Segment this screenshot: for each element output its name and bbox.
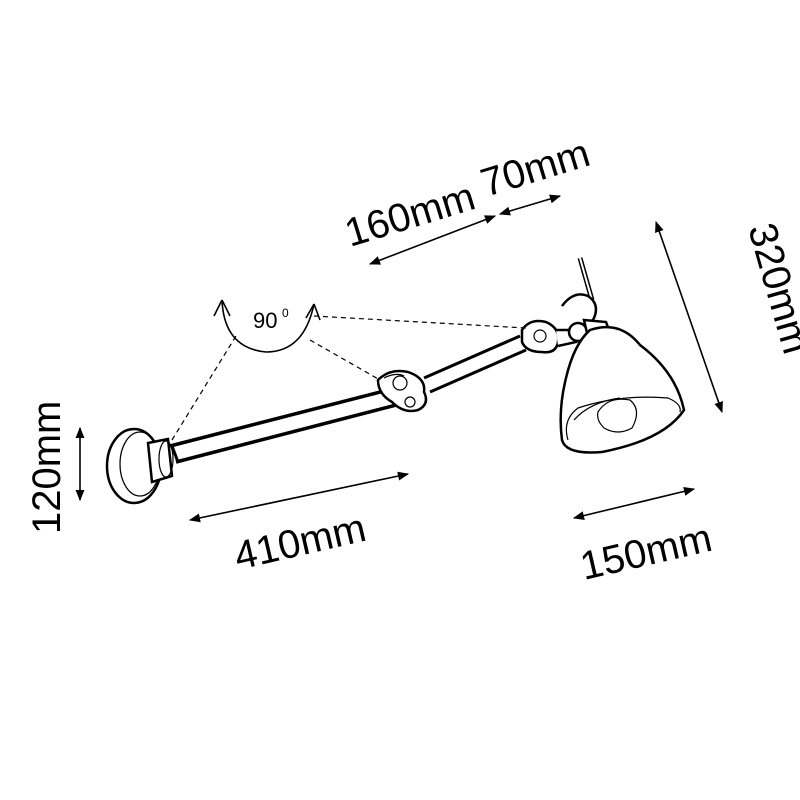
mount-nut (146, 437, 174, 484)
upper-arm (423, 334, 527, 394)
rotation-angle-symbol: 90 0 (213, 299, 321, 353)
dimension-labels: 120mm 410mm 160mm 70mm 320mm 150mm (25, 131, 800, 589)
arm-length-arrow (188, 471, 410, 523)
label-arm-length: 410mm (230, 506, 370, 579)
shade-height-arrow (655, 220, 723, 414)
label-base-height: 120mm (25, 401, 69, 534)
degree-symbol: 0 (282, 306, 289, 320)
label-shade-height: 320mm (739, 218, 800, 358)
joint-arm-arrow (498, 194, 562, 216)
shade-width-arrow (572, 487, 696, 520)
head-joint (520, 319, 578, 354)
upper-arm-arrow (368, 215, 497, 265)
label-shade-width: 150mm (576, 516, 716, 589)
label-joint-arm: 70mm (476, 131, 595, 206)
elbow-joint (376, 369, 428, 413)
construction-lines (171, 315, 527, 441)
lamp-shade (559, 325, 686, 454)
dimension-arrows (75, 194, 723, 523)
angle-value: 90 (253, 308, 277, 333)
wall-lamp-drawing (105, 257, 686, 505)
lower-arm (169, 385, 405, 464)
label-upper-arm: 160mm (340, 175, 480, 256)
